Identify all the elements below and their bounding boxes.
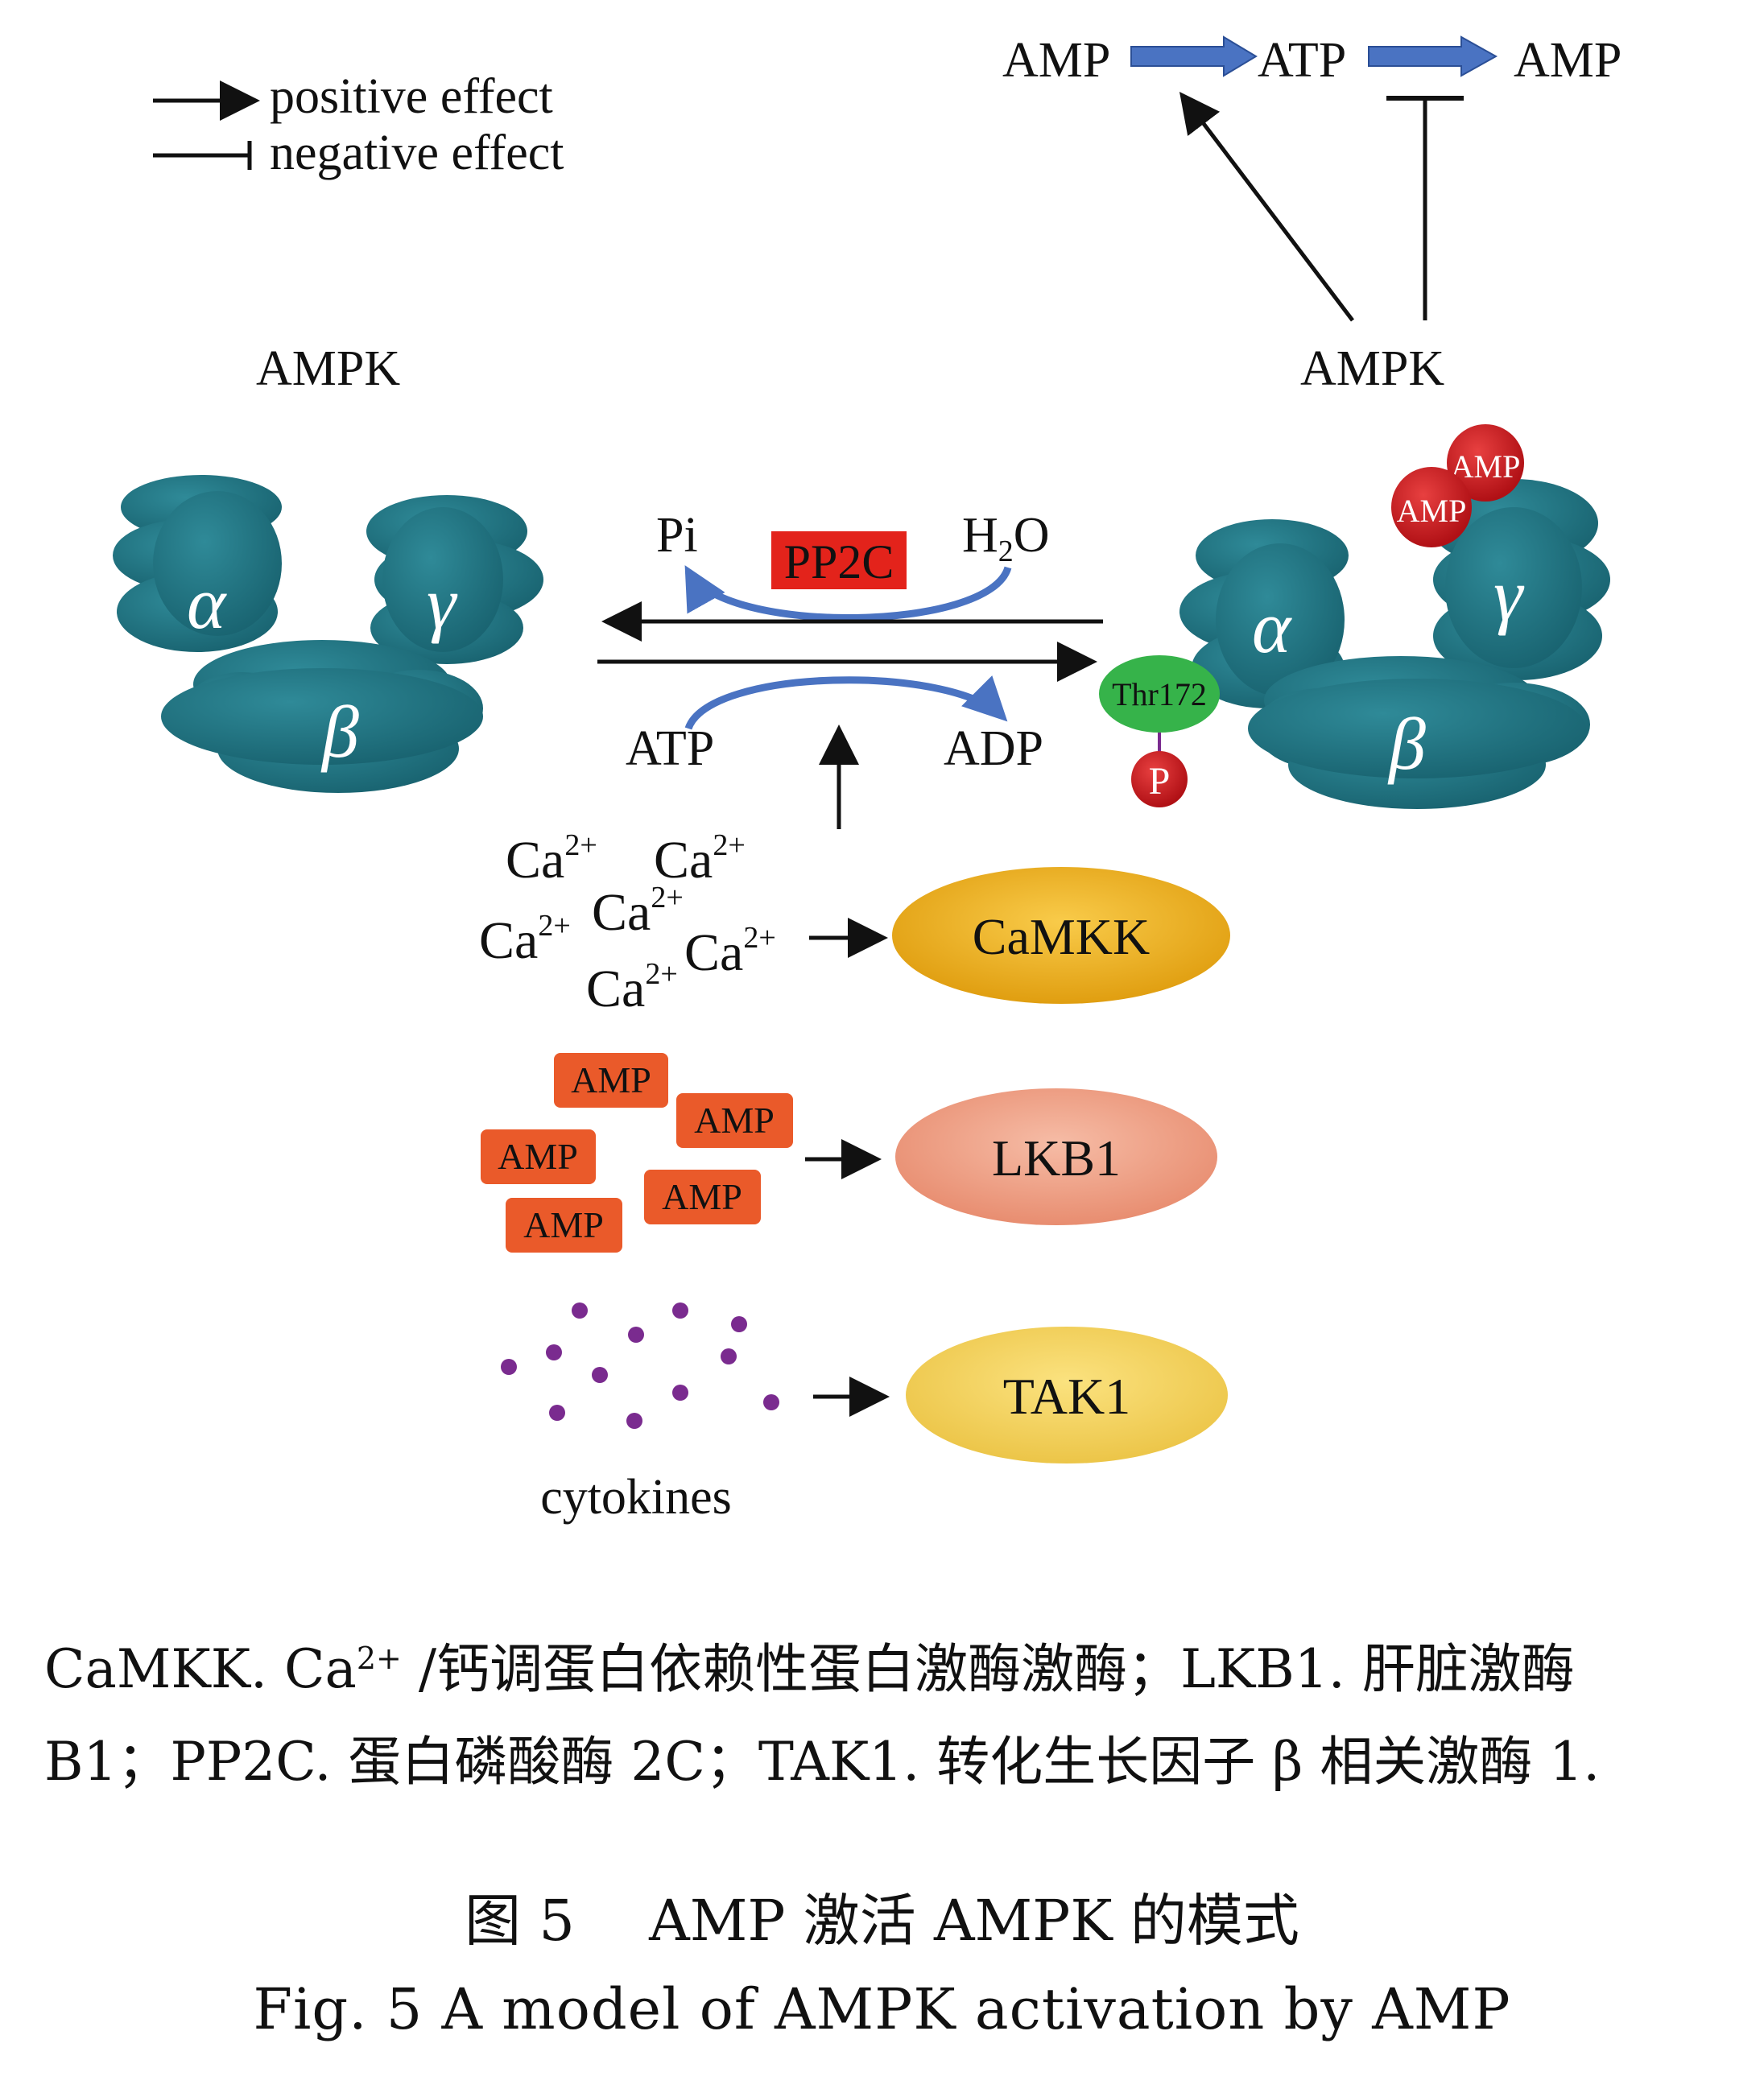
beta-subunit-left — [161, 640, 483, 793]
gamma-label-left: γ — [427, 562, 458, 644]
alpha-subunit-right — [1179, 519, 1349, 708]
amp-box: AMP — [481, 1129, 596, 1184]
amp-ball-bottom — [1391, 467, 1472, 547]
amp-box: AMP — [676, 1093, 793, 1148]
caption-superscript: 2+ — [356, 1641, 402, 1676]
figure-title-chinese: 图 5 AMP 激活 AMPK 的模式 — [465, 1888, 1299, 1954]
camkk-label: CaMKK — [973, 908, 1150, 965]
kinase-curve — [684, 675, 1008, 730]
caption-line-2: B1；PP2C. 蛋白磷酸酶 2C；TAK1. 转化生长因子 β 相关激酶 1. — [44, 1731, 1601, 1793]
tak1-node — [906, 1327, 1228, 1463]
legend-positive-label: positive effect — [270, 69, 553, 124]
tak1-label: TAK1 — [1003, 1368, 1130, 1425]
calcium-ion: Ca2+ — [586, 957, 678, 1018]
pi-label: Pi — [656, 508, 698, 563]
ampk-left-label: AMPK — [256, 341, 400, 396]
ampk-right-label: AMPK — [1300, 341, 1444, 396]
adp-label: ADP — [944, 721, 1043, 776]
ampk-inactive-complex: AMPK α γ β — [113, 341, 543, 793]
energy-cycle: AMP ATP AMP — [1002, 33, 1621, 322]
camkk-node — [892, 867, 1230, 1004]
beta-label-left: β — [320, 691, 359, 773]
cycle-atp: ATP — [1258, 33, 1346, 88]
calcium-ion: Ca2+ — [592, 881, 684, 942]
phosphate-ball — [1131, 751, 1188, 807]
pp2c-box — [771, 531, 907, 589]
amp-box: AMP — [644, 1170, 761, 1224]
caption-line-1-end: /钙调蛋白依赖性蛋白激酶激酶；LKB1. 肝脏激酶 — [401, 1638, 1575, 1700]
caption-line-1-start: CaMKK. Ca — [44, 1638, 357, 1700]
legend-negative-label: negative effect — [270, 126, 564, 180]
alpha-label-right: α — [1252, 586, 1292, 668]
amp-box: AMP — [506, 1198, 622, 1253]
calcium-ion: Ca2+ — [654, 828, 746, 890]
atp-label: ATP — [626, 721, 714, 776]
alpha-label-left: α — [187, 562, 227, 644]
gamma-subunit-right — [1429, 479, 1610, 680]
svg-text:AMP: AMP — [694, 1100, 775, 1141]
lkb1-node — [895, 1088, 1217, 1225]
amp-ball-top — [1447, 424, 1524, 502]
cycle-arrow-2 — [1368, 35, 1498, 77]
pp2c-label: PP2C — [784, 535, 894, 588]
beta-subunit-right — [1248, 656, 1590, 809]
ampk-active-complex: AMPK α γ β AMP AMP Thr172 P — [1099, 341, 1610, 809]
cycle-amp-left: AMP — [1002, 33, 1110, 88]
svg-text:AMP: AMP — [662, 1176, 742, 1217]
cycle-arrow-1 — [1130, 35, 1258, 77]
gamma-label-right: γ — [1493, 554, 1525, 636]
cycle-amp-right: AMP — [1514, 33, 1621, 88]
pp2c-curve — [684, 565, 1012, 622]
amp-molecules: AMP AMP AMP AMP AMP — [481, 1053, 793, 1253]
alpha-subunit-left — [113, 475, 282, 652]
svg-text:AMP: AMP — [523, 1204, 604, 1245]
calcium-ion: Ca2+ — [506, 828, 597, 890]
lkb1-label: LKB1 — [992, 1129, 1121, 1187]
legend: positive effect negative effect — [153, 69, 564, 180]
svg-text:AMP: AMP — [571, 1059, 651, 1100]
figure-title-english: Fig. 5 A model of AMPK activation by AMP — [253, 1976, 1511, 2042]
caption-line-1: CaMKK. Ca2+ /钙调蛋白依赖性蛋白激酶激酶；LKB1. 肝脏激酶 — [44, 1626, 1764, 1703]
svg-text:AMP: AMP — [498, 1136, 578, 1177]
calcium-ion: Ca2+ — [479, 909, 571, 970]
ampk-activation-diagram: positive effect negative effect AMP ATP … — [113, 33, 1621, 1525]
phosphorylation-reaction: Pi PP2C H2O ATP ADP — [597, 508, 1103, 829]
cytokines-label: cytokines — [540, 1470, 732, 1525]
phosphate-label: P — [1149, 760, 1171, 803]
beta-label-right: β — [1387, 703, 1426, 785]
amp-box: AMP — [554, 1053, 668, 1108]
gamma-subunit-left — [366, 495, 543, 664]
thr172-label: Thr172 — [1112, 676, 1207, 712]
calcium-ions: Ca2+ Ca2+ Ca2+ Ca2+ Ca2+ Ca2+ — [479, 828, 776, 1018]
cytokine-dots — [501, 1302, 779, 1429]
amp-ball-bottom-label: AMP — [1397, 493, 1467, 529]
amp-ball-top-label: AMP — [1451, 448, 1521, 485]
ampk-activates-arrow — [1179, 92, 1354, 322]
thr172-site — [1099, 655, 1220, 733]
h2o-label: H2O — [962, 508, 1050, 568]
calcium-ion: Ca2+ — [684, 921, 776, 982]
